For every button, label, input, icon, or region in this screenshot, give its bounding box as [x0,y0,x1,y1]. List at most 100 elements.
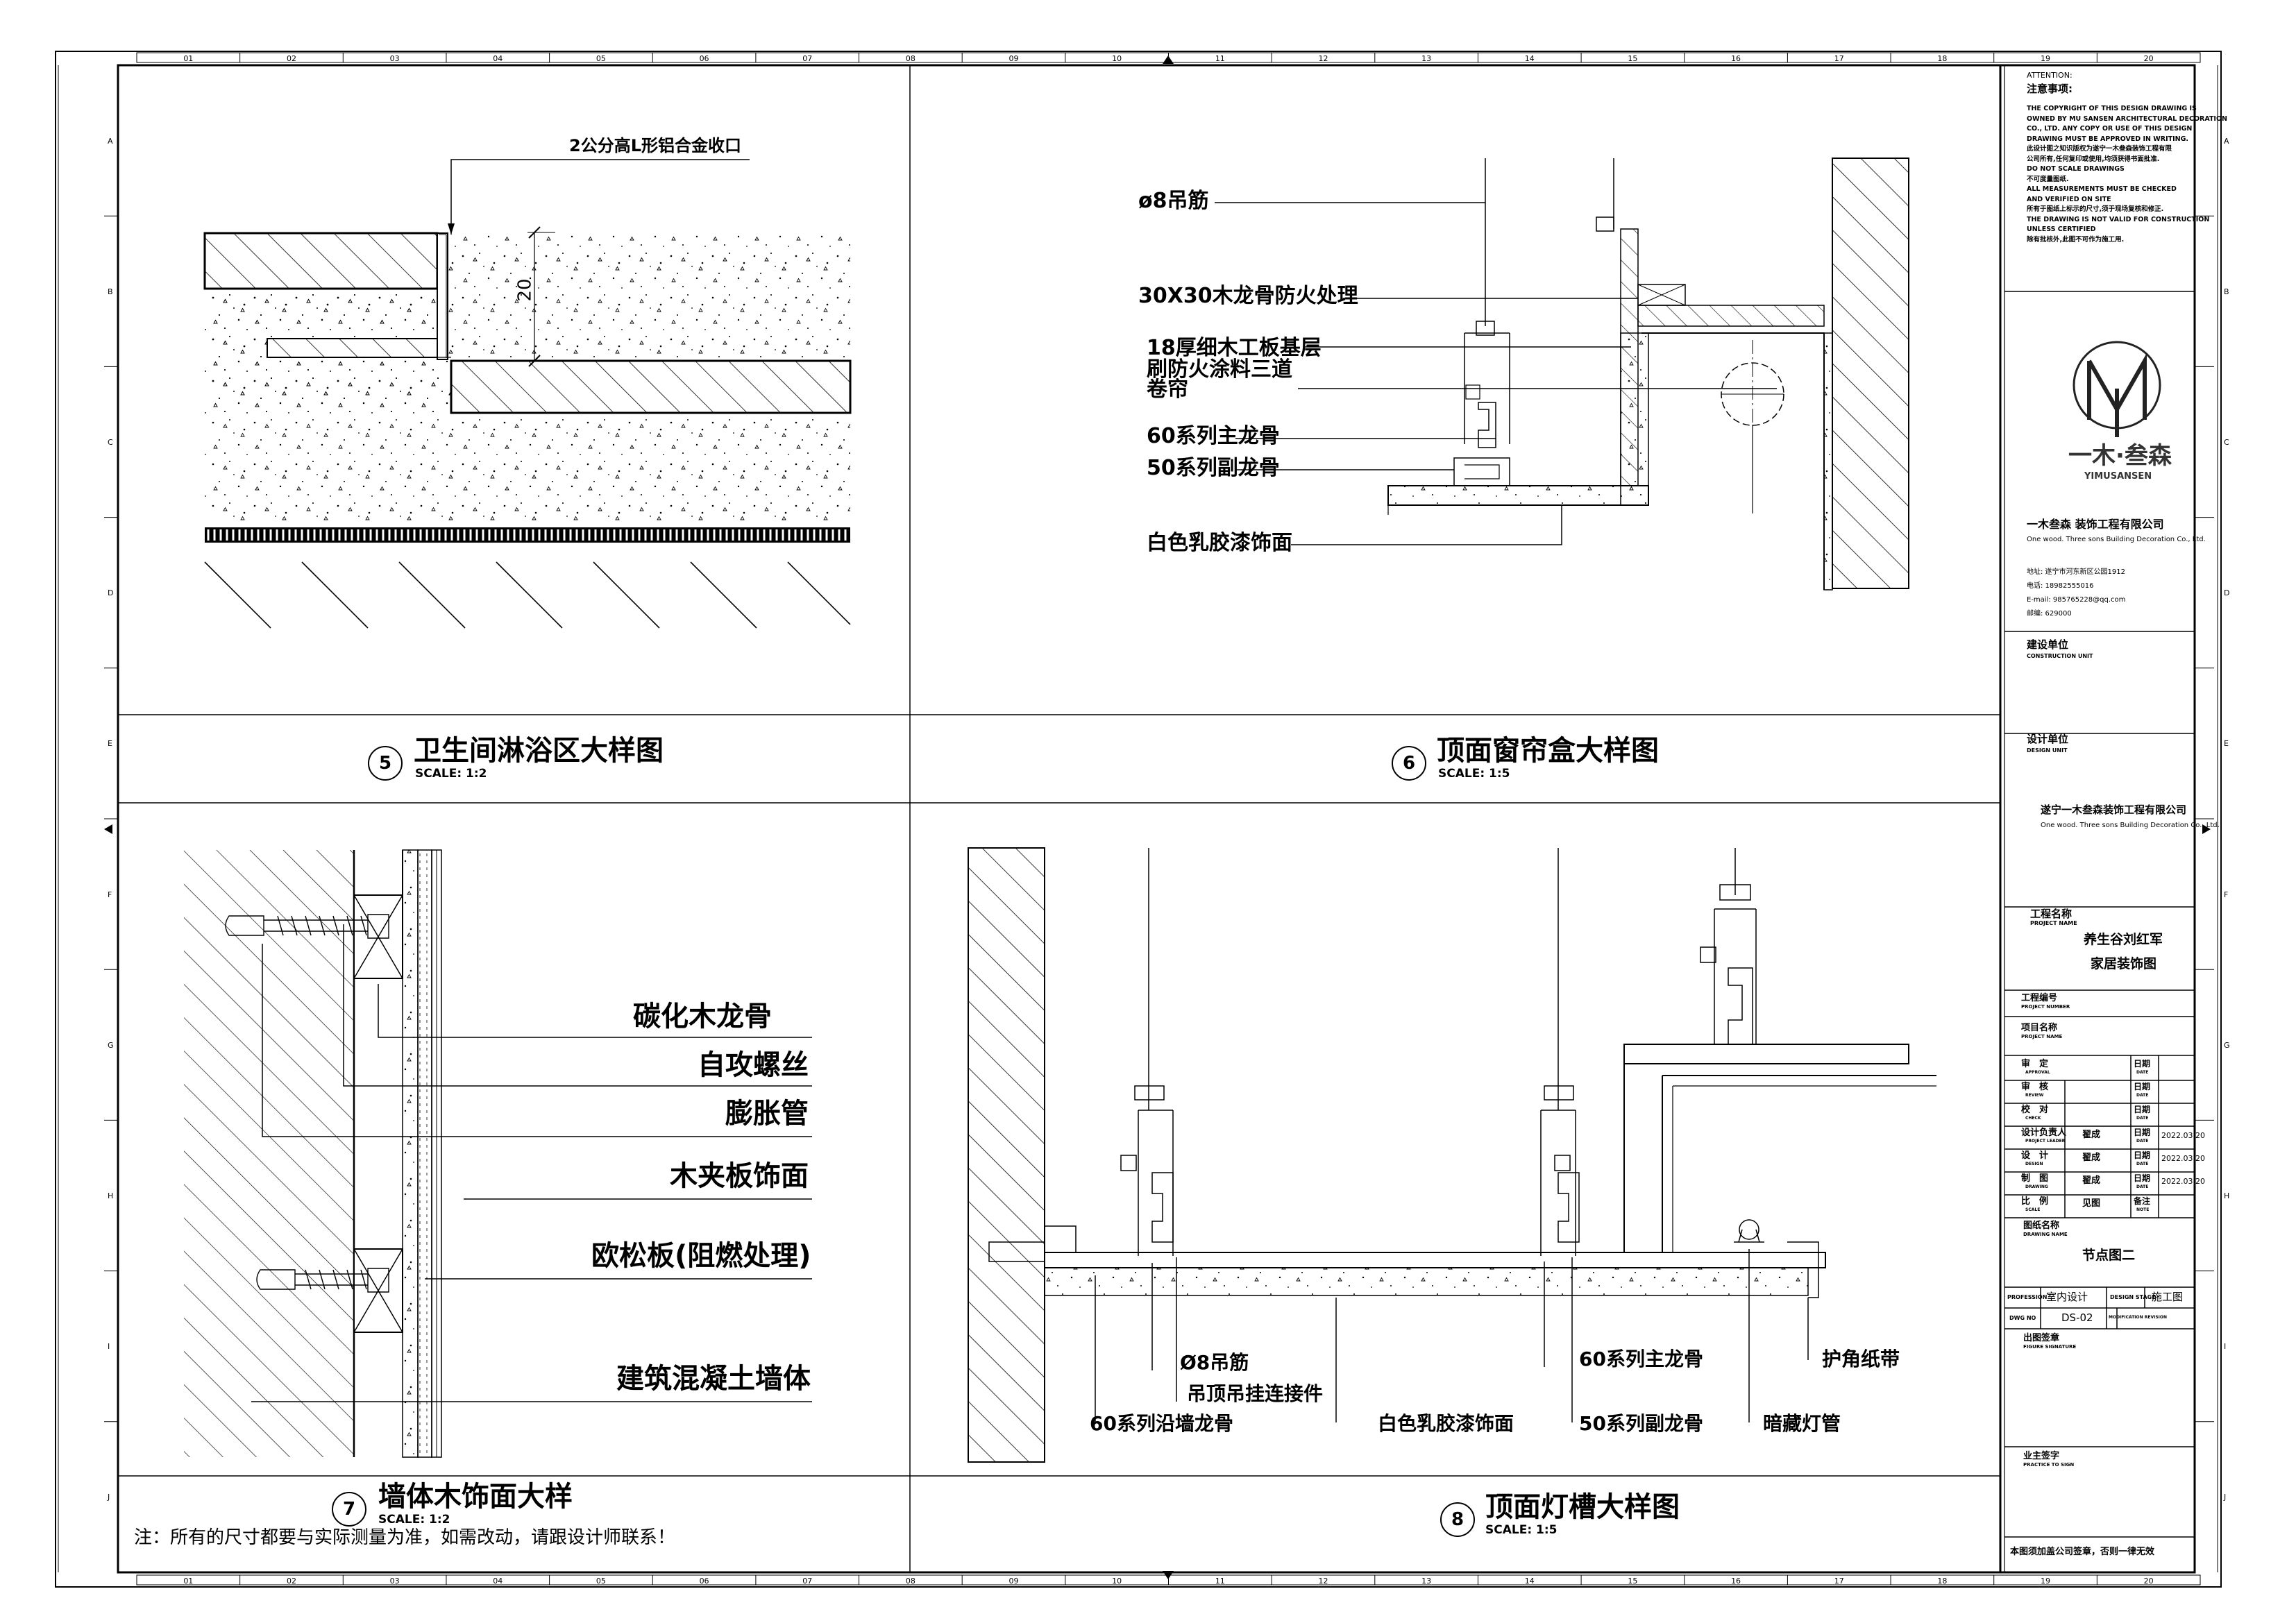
tb-design-company-en: One wood. Three sons Building Decoration… [2041,822,2220,829]
grid-col-label: 04 [493,54,503,63]
tb-row-date-label-en: DATE [2136,1139,2149,1144]
grid-row-label: A [2224,136,2229,146]
tb-row-role: 设 计 [2021,1150,2049,1161]
tb-notice-line: DRAWING MUST BE APPROVED IN WRITING. [2027,135,2188,143]
tb-row-date-label-en: DATE [2136,1093,2149,1098]
grid-col-label: 08 [905,54,915,63]
d6-paint-label: 白色乳胶漆饰面 [1147,531,1292,555]
grid-col-label: 17 [1834,54,1844,63]
grid-row-label: C [2224,438,2229,447]
d8-main-label: 60系列主龙骨 [1579,1348,1703,1370]
grid-col-label: 02 [286,54,296,63]
detail-7-drawing [184,849,812,1458]
d8-wallkeel-label: 60系列沿墙龙骨 [1090,1412,1233,1435]
grid-col-label: 01 [183,1577,194,1586]
grid-col-label: 19 [2041,1577,2051,1586]
tb-row-role-en: CHECK [2025,1116,2041,1121]
grid-col-label: 11 [1215,54,1225,63]
grid-col-label: 11 [1215,1577,1225,1586]
grid-col-label: 01 [183,54,194,63]
tb-row-date: 2022.03.20 [2161,1177,2205,1186]
tb-owner-en: PRACTICE TO SIGN [2023,1462,2075,1468]
tb-company-en: One wood. Three sons Building Decoration… [2027,536,2206,543]
tb-notice-line: THE DRAWING IS NOT VALID FOR CONSTRUCTIO… [2027,215,2210,223]
grid-row-label: J [2224,1493,2227,1502]
tb-row-date-label: 日期 [2134,1082,2151,1091]
grid-col-label: 16 [1731,1577,1741,1586]
tb-notice-line: OWNED BY MU SANSEN ARCHITECTURAL DECORAT… [2027,114,2227,123]
tb-row-date-label: 日期 [2134,1105,2151,1114]
d6-main-label: 60系列主龙骨 [1147,424,1280,448]
grid-col-label: 14 [1524,54,1535,63]
grid-col-label: 20 [2143,54,2154,63]
grid-col-label: 05 [596,54,606,63]
tb-row-date-label-en: DATE [2136,1184,2149,1189]
tb-project-label-en: PROJECT NAME [2030,920,2077,926]
tb-row-date-label-en: NOTE [2136,1207,2150,1212]
tb-contact-line: 地址: 遂宁市河东新区公园1912 [2027,568,2125,576]
d7-number-circle: 7 [332,1492,366,1527]
grid-col-label: 15 [1628,1577,1638,1586]
d6-blind-label: 卷帘 [1147,377,1188,402]
tb-sign: 出图签章 [2023,1333,2060,1343]
tb-row-role-en: PROJECT LEADER [2025,1139,2066,1144]
tb-notice-line: 除有批核外,此图不可作为施工用. [2027,235,2125,244]
grid-col-label: 18 [1937,1577,1948,1586]
d7-screw-label: 自攻螺丝 [698,1049,809,1081]
grid-row-label: E [2224,739,2229,749]
d5-number-circle: 5 [368,746,403,781]
grid-col-label: 13 [1421,1577,1432,1586]
grid-col-label: 17 [1834,1577,1844,1586]
tb-drawing-name: 图纸名称 [2023,1221,2060,1231]
tb-row-date-label-en: DATE [2136,1162,2149,1166]
grid-col-label: 07 [802,1577,813,1586]
d8-number-circle: 8 [1440,1502,1475,1537]
tb-company: 一木叁森 装饰工程有限公司 [2027,518,2164,531]
d8-hanger-label: 吊顶吊挂连接件 [1187,1382,1324,1405]
tb-modification: MODIFICATION REVISION [2109,1315,2168,1320]
tb-contact-line: 电话: 18982555016 [2027,582,2094,590]
d7-osb-label: 欧松板(阻燃处理) [591,1240,811,1272]
grid-row-label: H [2224,1191,2230,1200]
grid-col-label: 09 [1008,54,1019,63]
tb-dwg-no: DWG NO [2009,1315,2036,1321]
tb-attention-cn: 注意事项: [2027,83,2073,95]
tb-notice-line: ALL MEASUREMENTS MUST BE CHECKED [2027,185,2177,193]
tb-contact-line: E-mail: 985765228@qq.com [2027,596,2126,604]
tb-row-date-label: 日期 [2134,1059,2151,1069]
tb-construction-unit-en: CONSTRUCTION UNIT [2027,653,2093,659]
tb-row-role-en: REVIEW [2025,1093,2044,1098]
grid-col-label: 03 [389,1577,400,1586]
d8-paint-label: 白色乳胶漆饰面 [1378,1412,1514,1435]
tb-design-unit-en: DESIGN UNIT [2027,747,2068,754]
tb-logo-text: 一木·叁森 [2068,442,2172,470]
tb-item-name-en: PROJECT NAME [2021,1034,2063,1039]
d7-anchor-label: 膨胀管 [725,1098,809,1130]
tb-row-date-label: 日期 [2134,1150,2151,1160]
tb-row-name: 翟成 [2082,1130,2101,1140]
tb-profession-value: 室内设计 [2046,1291,2088,1303]
grid-col-label: 15 [1628,54,1638,63]
d5-trim-label: 2公分高L形铝合金收口 [569,136,741,155]
detail-8-drawing [968,847,1936,1463]
grid-col-label: 20 [2143,1577,2154,1586]
d6-board2-label: 刷防火涂料三道 [1147,357,1292,382]
tb-row-role-en: APPROVAL [2025,1070,2050,1075]
tb-notice-line: 不可度量图纸. [2027,175,2069,183]
grid-row-label: F [108,890,112,899]
tb-notice-line: 此设计图之知识版权为遂宁一木叁森装饰工程有限 [2027,145,2172,153]
tb-notice-line: 所有于图纸上标示的尺寸,须于现场复核和修正. [2027,205,2164,213]
tb-row-role: 制 图 [2021,1173,2049,1184]
grid-row-label: B [108,287,113,296]
grid-row-label: I [2224,1342,2227,1352]
grid-col-label: 05 [596,1577,606,1586]
d7-scale: SCALE: 1:2 [378,1513,450,1527]
grid-col-label: 10 [1112,54,1122,63]
tb-row-role: 比 例 [2021,1196,2049,1207]
tb-sign-en: FIGURE SIGNATURE [2023,1344,2077,1350]
general-note: 注：所有的尺寸都要与实际测量为准，如需改动，请跟设计师联系！ [134,1527,676,1548]
tb-row-role: 校 对 [2021,1105,2049,1115]
grid-col-label: 06 [699,54,709,63]
d8-scale: SCALE: 1:5 [1485,1523,1558,1537]
d7-carbon-label: 碳化木龙骨 [633,1001,772,1033]
